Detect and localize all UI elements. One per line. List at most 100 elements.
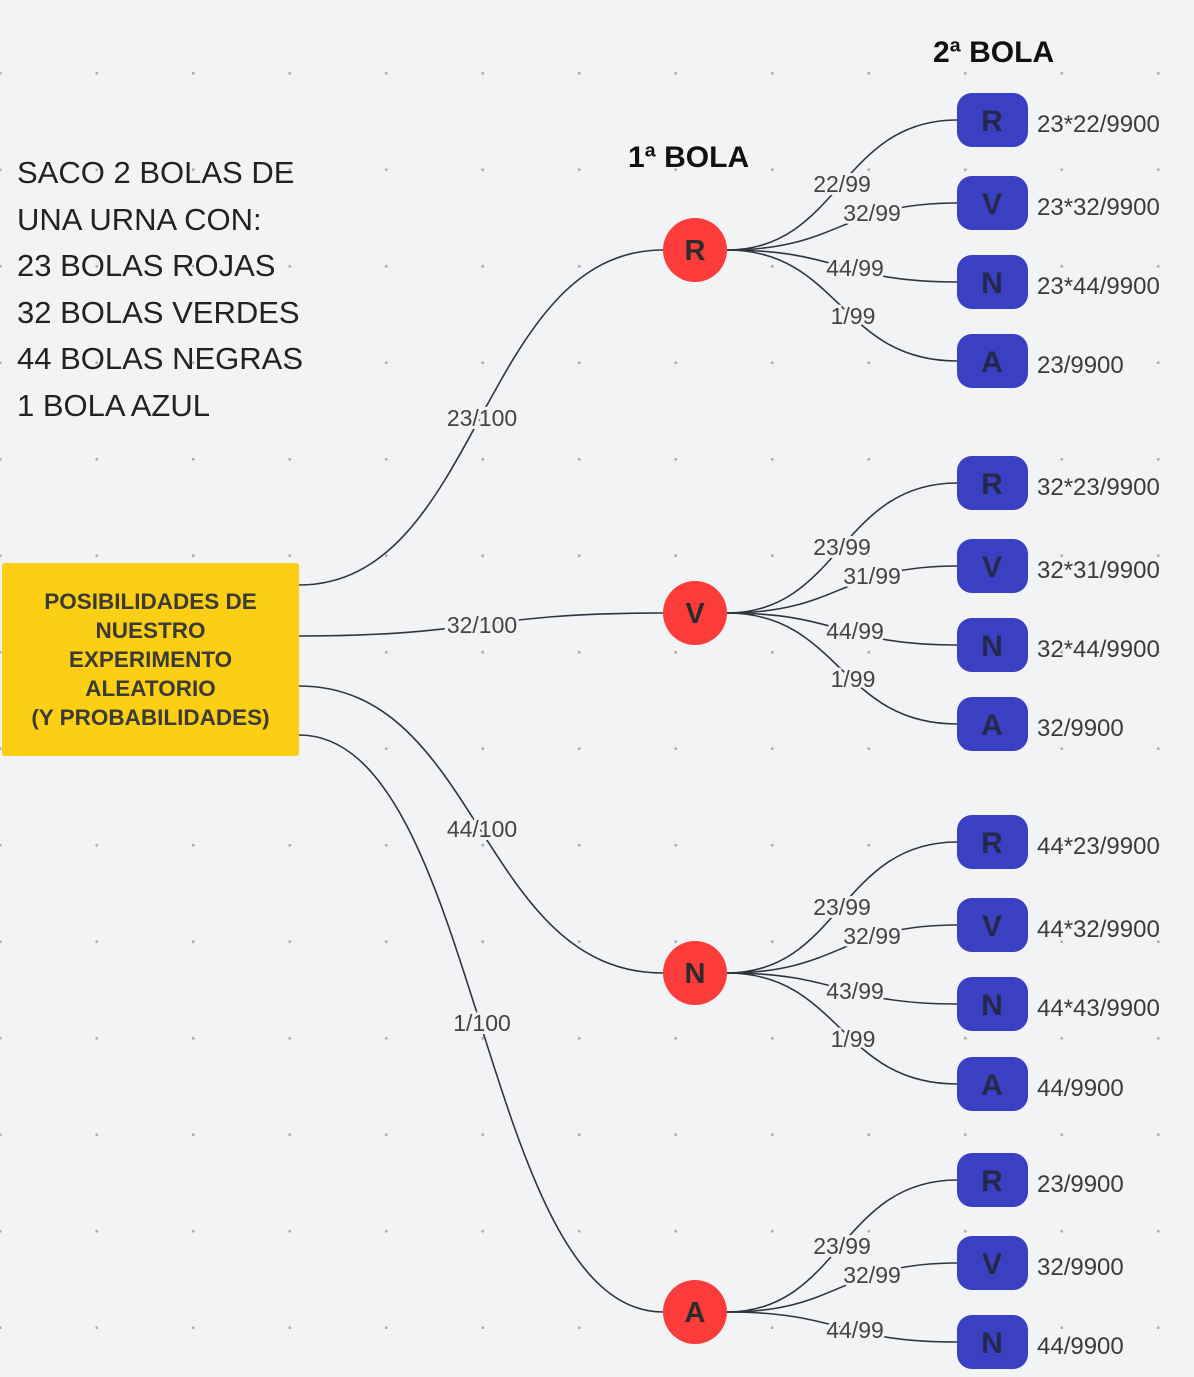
outcome-probability: 23*32/9900 <box>1037 194 1160 221</box>
branch-probability: 32/99 <box>843 200 901 226</box>
branch-edge <box>726 612 958 725</box>
outcome-probability: 23*44/9900 <box>1037 273 1160 300</box>
branch-edge <box>298 249 664 586</box>
second-ball-node <box>957 618 1028 672</box>
second-ball-label: V <box>982 551 1002 584</box>
problem-statement: SACO 2 BOLAS DE UNA URNA CON: 23 BOLAS R… <box>17 150 303 429</box>
second-ball-node <box>957 456 1028 510</box>
branch-probability: 1/100 <box>453 1010 511 1036</box>
first-ball-label: R <box>685 235 706 267</box>
first-ball-heading: 1ª BOLA <box>628 141 750 174</box>
branch-probability: 44/100 <box>447 816 517 842</box>
second-ball-node <box>957 334 1028 388</box>
second-ball-label: N <box>981 989 1003 1022</box>
first-ball-label: A <box>685 1297 706 1329</box>
second-ball-node <box>957 255 1028 309</box>
branch-edge <box>726 249 958 283</box>
second-ball-node <box>957 176 1028 230</box>
branch-edge <box>298 734 664 1313</box>
outcome-probability: 23/9900 <box>1037 1171 1124 1198</box>
first-ball-node <box>663 581 727 645</box>
branch-edge <box>726 972 958 1005</box>
second-ball-label: R <box>981 827 1003 860</box>
second-ball-label: A <box>981 709 1003 742</box>
outcome-probability: 44*43/9900 <box>1037 995 1160 1022</box>
second-ball-label: V <box>982 1248 1002 1281</box>
branch-probability: 23/100 <box>447 405 517 431</box>
second-ball-label: R <box>981 468 1003 501</box>
second-ball-label: N <box>981 1327 1003 1360</box>
branch-probability: 23/99 <box>813 894 871 920</box>
branch-edge <box>726 119 958 251</box>
branch-probability: 32/100 <box>447 612 517 638</box>
first-ball-label: N <box>685 958 706 990</box>
outcome-probability: 44/9900 <box>1037 1075 1124 1102</box>
second-ball-label: N <box>981 267 1003 300</box>
intro-line: SACO 2 BOLAS DE <box>17 155 295 190</box>
outcome-probability: 32*31/9900 <box>1037 557 1160 584</box>
root-line: (Y PROBABILIDADES) <box>31 705 270 730</box>
second-ball-node <box>957 539 1028 593</box>
outcome-probability: 44*23/9900 <box>1037 833 1160 860</box>
branch-edge <box>726 612 958 646</box>
root-line: NUESTRO <box>95 618 206 643</box>
branch-probability: 32/99 <box>843 1262 901 1288</box>
root-line: POSIBILIDADES DE <box>44 589 257 614</box>
intro-line: UNA URNA CON: <box>17 201 262 237</box>
branch-probability: 1/99 <box>831 666 876 692</box>
branch-probability: 32/99 <box>843 923 901 949</box>
second-ball-node <box>957 93 1028 147</box>
first-ball-node <box>663 941 727 1005</box>
root-line: ALEATORIO <box>85 676 216 701</box>
intro-line: 32 BOLAS VERDES <box>17 294 300 330</box>
first-ball-label: V <box>685 598 705 630</box>
branch-probability: 44/99 <box>826 618 884 644</box>
outcome-probability: 23*22/9900 <box>1037 111 1160 138</box>
branch-edge <box>726 482 958 614</box>
second-ball-label: V <box>982 910 1002 943</box>
second-ball-node <box>957 977 1028 1031</box>
second-ball-label: R <box>981 105 1003 138</box>
outcome-probability: 32*44/9900 <box>1037 636 1160 663</box>
branch-edge <box>726 924 958 974</box>
branch-probability: 44/99 <box>826 1317 884 1343</box>
branch-probability: 1/99 <box>831 1026 876 1052</box>
second-ball-label: V <box>982 188 1002 221</box>
branch-edge <box>726 841 958 974</box>
second-ball-node <box>957 1236 1028 1290</box>
intro-line: 1 BOLA AZUL <box>17 387 210 423</box>
second-ball-node <box>957 898 1028 952</box>
branch-edge <box>298 612 664 637</box>
branch-edge <box>726 202 958 251</box>
second-ball-heading: 2ª BOLA <box>933 36 1055 69</box>
outcome-probability: 32*23/9900 <box>1037 474 1160 501</box>
second-ball-label: A <box>981 1069 1003 1102</box>
root-line: EXPERIMENTO <box>68 647 233 672</box>
branch-edge <box>726 1179 958 1313</box>
branch-probability: 43/99 <box>826 978 884 1004</box>
second-ball-node <box>957 1057 1028 1111</box>
outcome-probability: 23/9900 <box>1037 352 1124 379</box>
branch-edge <box>726 249 958 362</box>
root-node[interactable]: POSIBILIDADES DE NUESTRO EXPERIMENTO ALE… <box>2 563 299 756</box>
branch-edge <box>298 685 664 974</box>
second-ball-label: N <box>981 630 1003 663</box>
branch-probability: 31/99 <box>843 563 901 589</box>
branch-probability: 44/99 <box>826 255 884 281</box>
second-ball-node <box>957 815 1028 869</box>
outcome-probability: 44*32/9900 <box>1037 916 1160 943</box>
branch-edge <box>726 565 958 614</box>
second-ball-label: A <box>981 346 1003 379</box>
intro-line: 23 BOLAS ROJAS <box>17 248 276 283</box>
branch-probability: 22/99 <box>813 171 871 197</box>
branch-probability: 1/99 <box>831 303 876 329</box>
first-ball-node <box>663 1280 727 1344</box>
second-ball-node <box>957 1153 1028 1207</box>
branch-edge <box>726 1262 958 1313</box>
first-ball-node <box>663 218 727 282</box>
second-ball-label: R <box>981 1165 1003 1198</box>
branch-probability: 23/99 <box>813 534 871 560</box>
branch-edge <box>726 1311 958 1343</box>
outcome-probability: 32/9900 <box>1037 1254 1124 1281</box>
